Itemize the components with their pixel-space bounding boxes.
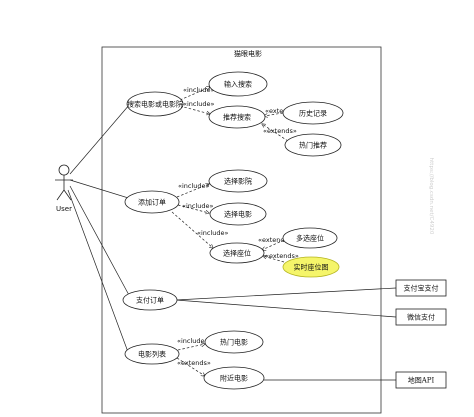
external-associations <box>175 287 397 381</box>
dep-search-recommend <box>179 105 210 114</box>
label-include-hot: «include» <box>177 337 209 345</box>
svg-text:添加订单: 添加订单 <box>138 198 166 207</box>
relation-labels: «include» «include» «extends» «extends» … <box>177 86 299 367</box>
svg-text:附近电影: 附近电影 <box>220 374 248 383</box>
actor-user: User <box>55 164 73 213</box>
dep-list-nearby <box>176 357 205 376</box>
dep-multi-seat <box>262 239 285 250</box>
dep-history-recommend <box>264 112 284 116</box>
label-include-recommend: «include» <box>183 100 215 108</box>
use-case-search: 搜索电影或电影院 <box>126 91 184 117</box>
label-extends-history: «extends» <box>265 107 299 115</box>
svg-text:地图API: 地图API <box>408 376 435 385</box>
external-systems: 支付宝支付 微信支付 地图API <box>395 279 447 389</box>
assoc-pay-wechat <box>175 299 397 318</box>
use-case-select-seat: 选择座位 <box>209 242 265 264</box>
use-case-history: 历史记录 <box>282 101 344 125</box>
svg-text:支付订单: 支付订单 <box>136 296 164 305</box>
use-case-realtime-seatmap: 实时座位图 <box>282 256 340 278</box>
actor-label: User <box>56 205 72 213</box>
assoc-user-movie-list <box>67 189 129 353</box>
svg-text:多选座位: 多选座位 <box>296 234 324 243</box>
use-case-recommend-search: 推荐搜索 <box>208 105 266 129</box>
watermark-text: https://blog.csdn.net/C4920 <box>428 158 434 235</box>
svg-text:选择电影: 选择电影 <box>224 210 252 219</box>
use-case-hot-movies: 热门电影 <box>204 330 264 354</box>
dependencies <box>171 87 289 376</box>
svg-text:历史记录: 历史记录 <box>299 109 327 118</box>
label-extends-hot: «extends» <box>263 127 297 135</box>
actor-associations <box>67 103 136 353</box>
system-title: 猫眼电影 <box>234 49 262 58</box>
dep-list-hot <box>177 344 205 351</box>
assoc-user-add-order <box>69 179 136 201</box>
use-case-select-cinema: 选择影院 <box>208 169 268 193</box>
label-extends-realtime: «extends» <box>265 252 299 260</box>
svg-text:热门电影: 热门电影 <box>220 338 248 347</box>
svg-text:热门推荐: 热门推荐 <box>299 141 327 150</box>
external-alipay: 支付宝支付 <box>395 279 447 297</box>
use-case-movie-list: 电影列表 <box>124 343 180 365</box>
actor-head <box>58 164 70 176</box>
use-case-multi-seat: 多选座位 <box>282 227 338 249</box>
label-include-cinema: «include» <box>178 182 210 190</box>
highlight-ellipse <box>282 256 340 278</box>
use-case-add-order: 添加订单 <box>124 190 180 214</box>
label-extends-multi: «extends» <box>258 236 292 244</box>
assoc-user-pay-order <box>69 185 131 298</box>
label-extends-nearby: «extends» <box>177 359 211 367</box>
svg-text:选择影院: 选择影院 <box>224 177 252 186</box>
svg-text:输入搜索: 输入搜索 <box>224 80 252 89</box>
external-wechat-pay: 微信支付 <box>395 308 447 326</box>
svg-text:电影列表: 电影列表 <box>138 350 166 359</box>
svg-text:支付宝支付: 支付宝支付 <box>404 284 439 293</box>
label-include-input: «include» <box>183 86 215 94</box>
external-map-api: 地图API <box>395 371 447 389</box>
use-case-input-search: 输入搜索 <box>208 71 268 97</box>
use-cases: 搜索电影或电影院 输入搜索 推荐搜索 历史记录 热门推荐 添加订单 选择影院 <box>122 71 344 390</box>
label-include-seat: «include» <box>197 229 229 237</box>
dep-order-cinema <box>176 184 209 198</box>
svg-text:微信支付: 微信支付 <box>407 313 435 322</box>
svg-text:实时座位图: 实时座位图 <box>294 263 329 272</box>
svg-text:选择座位: 选择座位 <box>223 249 251 258</box>
svg-text:搜索电影或电影院: 搜索电影或电影院 <box>127 100 183 109</box>
use-case-nearby-movies: 附近电影 <box>203 366 265 390</box>
dep-hot-recommend <box>262 124 289 142</box>
use-case-pay-order: 支付订单 <box>122 289 178 311</box>
assoc-user-search <box>69 103 131 175</box>
actor-leg-right <box>63 189 72 201</box>
dep-order-seat <box>171 211 213 248</box>
dep-realtime-seat <box>263 256 285 263</box>
dep-search-input <box>179 87 210 101</box>
label-include-movie: «include» <box>182 202 214 210</box>
svg-text:推荐搜索: 推荐搜索 <box>223 113 251 122</box>
use-case-hot-recommend: 热门推荐 <box>284 133 342 157</box>
dep-order-movie <box>177 204 209 213</box>
use-case-select-movie: 选择电影 <box>209 202 267 226</box>
assoc-pay-alipay <box>175 287 397 301</box>
actor-leg-left <box>56 189 65 201</box>
system-boundary <box>101 46 382 414</box>
